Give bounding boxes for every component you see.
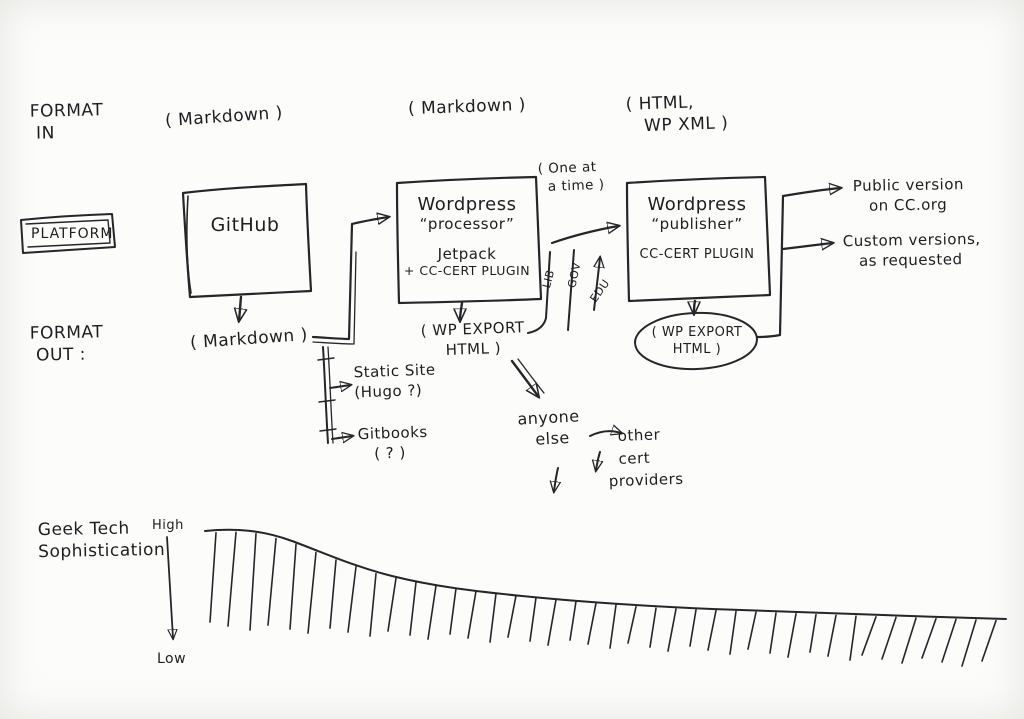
arrows-export-to-publisher [527, 226, 618, 334]
arrow-markdown-to-processor [311, 217, 388, 345]
arrow-publisher-down [694, 299, 695, 313]
label-axis-high: High [152, 518, 184, 533]
label-gitbooks: Gitbooks ( ? ) [357, 422, 428, 463]
curve-hatch-lines [209, 531, 997, 667]
arrow-export-to-anyone-else [510, 358, 545, 396]
arrow-anyone-down [554, 467, 558, 491]
label-format-in-processor: ( Markdown ) [407, 94, 527, 120]
label-format-in: FORMAT IN [29, 100, 104, 144]
arrow-cert-down [596, 451, 600, 470]
platform-label: PLATFORM [31, 226, 114, 242]
arrow-github-down [239, 295, 241, 320]
processor-subtitle: “processor” [419, 215, 515, 233]
publisher-title: Wordpress [647, 194, 747, 215]
arrow-oval-to-public-version [755, 188, 840, 339]
branch-static-gitbooks [317, 346, 352, 444]
publisher-box-text: Wordpress “publisher” CC-CERT PLUGIN [628, 194, 766, 262]
github-title: GitHub [210, 214, 280, 236]
platform-label-box [20, 213, 116, 254]
label-format-out-processor: ( WP EXPORT HTML ) [420, 318, 525, 359]
label-axis-title: Geek Tech Sophistication [37, 518, 166, 563]
processor-title: Wordpress [417, 194, 517, 215]
label-format-out: FORMAT OUT : [29, 322, 104, 366]
arrow-oval-to-custom-version [781, 243, 832, 249]
arrow-else-to-other [589, 431, 621, 437]
publisher-line3: CC-CERT PLUGIN [639, 247, 755, 262]
wordpress-publisher-box [625, 175, 772, 303]
label-one-at-a-time: ( One at a time ) [537, 159, 605, 195]
label-format-out-publisher: ( WP EXPORT HTML ) [651, 325, 743, 357]
sophistication-curve [204, 528, 1007, 667]
github-box [181, 182, 313, 299]
label-public-version: Public version on CC.org [852, 175, 965, 215]
wordpress-processor-box [395, 175, 543, 305]
arrow-processor-down [460, 301, 462, 320]
publisher-subtitle: “publisher” [651, 215, 743, 233]
label-format-in-publisher: ( HTML, WP XML ) [625, 92, 729, 137]
label-custom-version: Custom versions, as requested [842, 229, 981, 270]
axis-high-low-arrow [166, 536, 173, 638]
github-box-text: GitHub [185, 214, 305, 236]
label-anyone-else: anyone else [516, 406, 581, 450]
label-other-cert-providers: other cert providers [606, 425, 684, 491]
label-static-site: Static Site (Hugo ?) [353, 360, 436, 401]
label-axis-low: Low [157, 651, 187, 667]
processor-line4: + CC-CERT PLUGIN [403, 263, 531, 278]
processor-box-text: Wordpress “processor” Jetpack + CC-CERT … [398, 194, 536, 278]
processor-line3: Jetpack [437, 245, 497, 263]
